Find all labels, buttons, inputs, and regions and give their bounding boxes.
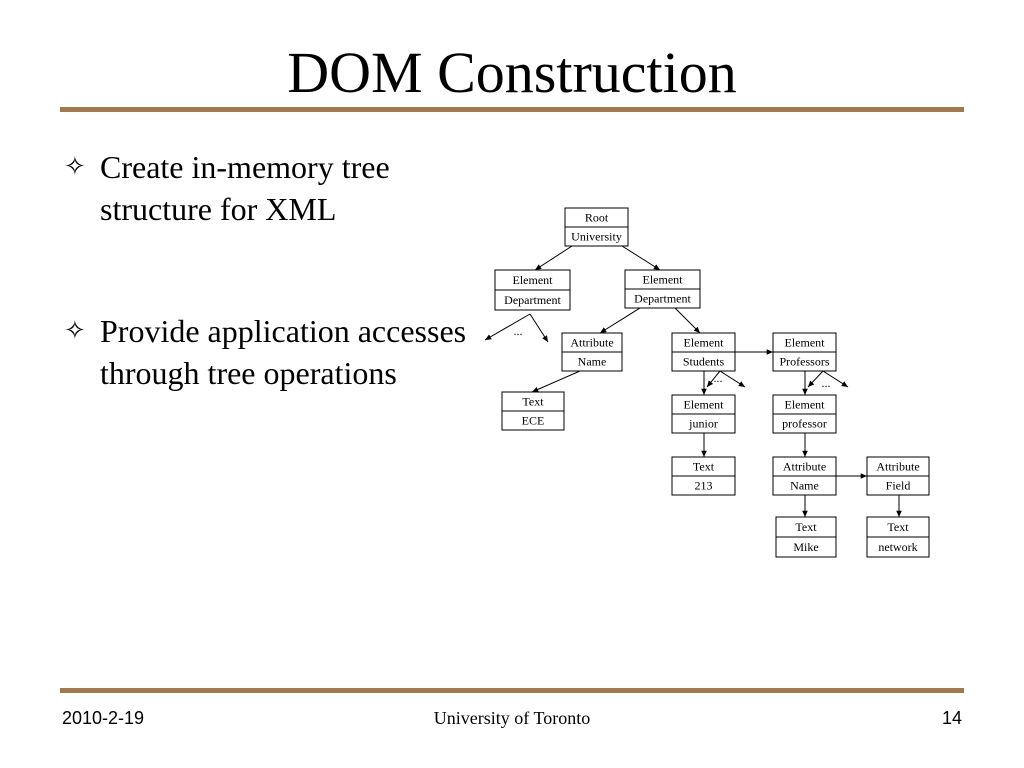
ellipsis-edge — [807, 370, 824, 388]
ellipsis-edge — [529, 313, 549, 343]
title-divider — [60, 107, 964, 112]
bullet-item: ✧ Provide application accesses through t… — [64, 310, 484, 394]
tree-edge — [534, 245, 573, 271]
node-type-label: Attribute — [570, 336, 613, 350]
tree-node-text-network: Text network — [866, 516, 930, 558]
ellipsis-edge — [484, 313, 531, 341]
footer-organization: University of Toronto — [433, 708, 591, 728]
four-pointed-star-icon: ✧ — [64, 316, 86, 346]
node-value-label: professor — [782, 417, 827, 431]
tree-node-text-213: Text 213 — [671, 456, 736, 496]
node-type-label: Attribute — [876, 460, 919, 474]
node-type-label: Text — [887, 520, 909, 534]
footer-divider — [60, 688, 964, 693]
ellipsis-edge — [822, 370, 849, 388]
node-type-label: Element — [643, 273, 684, 287]
ellipsis-label: ... — [714, 371, 723, 385]
node-value-label: Name — [790, 479, 819, 493]
node-value-label: ECE — [522, 414, 545, 428]
node-type-label: Element — [513, 273, 554, 287]
node-value-label: network — [878, 540, 917, 554]
four-pointed-star-icon: ✧ — [64, 152, 86, 182]
node-type-label: Text — [795, 520, 817, 534]
node-type-label: Text — [693, 460, 715, 474]
tree-edge — [531, 370, 581, 393]
node-value-label: Professors — [780, 355, 830, 369]
slide-title: DOM Construction — [287, 40, 737, 105]
bullet-item: ✧ Create in-memory tree structure for XM… — [64, 146, 484, 230]
tree-edge — [674, 307, 701, 334]
node-type-label: Element — [684, 336, 725, 350]
tree-node-professor: Element professor — [772, 394, 837, 434]
tree-edge — [599, 307, 641, 334]
node-value-label: Name — [578, 355, 607, 369]
node-value-label: Field — [886, 479, 911, 493]
tree-edge — [621, 245, 661, 271]
ellipsis-edge — [719, 370, 746, 388]
node-value-label: Department — [504, 293, 561, 307]
node-value-label: Students — [683, 355, 725, 369]
node-value-label: junior — [688, 417, 718, 431]
node-type-label: Element — [785, 336, 826, 350]
node-value-label: Mike — [793, 540, 818, 554]
ellipsis-label: ... — [514, 324, 523, 338]
node-value-label: Department — [634, 292, 691, 306]
footer-date: 2010-2-19 — [62, 708, 145, 728]
tree-node-junior: Element junior — [671, 394, 736, 434]
node-type-label: Root — [585, 211, 609, 225]
ellipsis-edge — [706, 370, 721, 388]
ellipsis-label: ... — [822, 376, 831, 390]
node-value-label: 213 — [695, 479, 713, 493]
node-value-label: University — [571, 230, 622, 244]
bullet-text: Create in-memory tree structure for XML — [100, 149, 390, 227]
node-type-label: Attribute — [783, 460, 826, 474]
node-type-label: Element — [684, 398, 725, 412]
bullet-text: Provide application accesses through tre… — [100, 313, 467, 391]
node-type-label: Element — [785, 398, 826, 412]
node-type-label: Text — [522, 395, 544, 409]
footer-page-number: 14 — [941, 708, 962, 728]
